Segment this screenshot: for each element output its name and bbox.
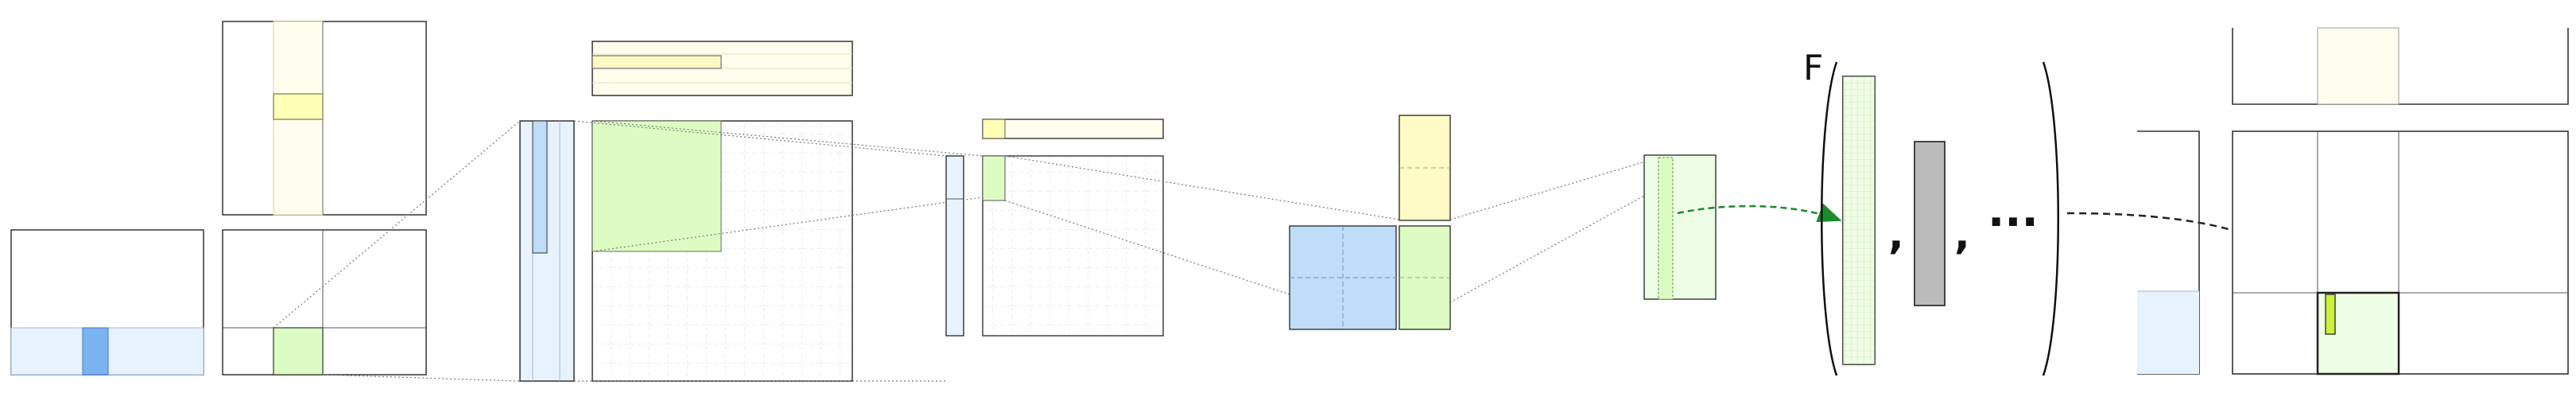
projection-lines-3 — [1004, 155, 1400, 295]
warp-a-strip — [945, 155, 964, 337]
fragment-mma — [1289, 115, 1451, 330]
tuple-ellipsis: ··· — [1988, 197, 2039, 248]
projection-lines-1 — [273, 120, 521, 382]
matrix-b-frame — [222, 21, 427, 216]
output-matrices — [2137, 27, 2569, 376]
block-tile — [519, 41, 853, 382]
projection-lines-4 — [1449, 157, 1659, 303]
thread-tile-frame — [1643, 154, 1717, 300]
thread-tile-column — [1658, 157, 1674, 300]
matrix-a — [10, 229, 204, 376]
output-c-frame — [2232, 130, 2569, 375]
output-b-col-block — [2317, 27, 2399, 105]
function-tuple: F , , ··· — [1803, 48, 2059, 376]
matrix-a-tile — [82, 327, 109, 376]
block-b-slice — [592, 55, 722, 69]
warp-c-matrix — [982, 155, 1164, 337]
tuple-comma-1: , — [1888, 211, 1904, 259]
thread-tile — [1643, 154, 1717, 300]
block-a-slice — [532, 120, 548, 254]
warp-tile — [945, 119, 1164, 337]
left-paren — [1821, 61, 1838, 376]
function-label: F — [1803, 48, 1823, 88]
matrix-c — [222, 229, 427, 376]
output-b-partial — [2232, 28, 2569, 105]
block-c-warp-tile — [592, 120, 722, 252]
matrix-b — [222, 21, 427, 216]
warp-b-strip — [982, 119, 1164, 139]
right-paren — [2042, 61, 2059, 376]
projection-lines-2 — [573, 120, 983, 382]
matrix-b-tile — [273, 93, 324, 120]
warp-c-fragment — [982, 155, 1006, 201]
gray-block — [1914, 141, 1946, 306]
matrix-c-tile — [273, 327, 324, 376]
output-c-thread-slice — [2325, 294, 2336, 335]
warp-b-slice — [982, 119, 1006, 139]
matrix-c-frame — [222, 229, 427, 376]
tuple-comma-2: , — [1954, 211, 1970, 259]
